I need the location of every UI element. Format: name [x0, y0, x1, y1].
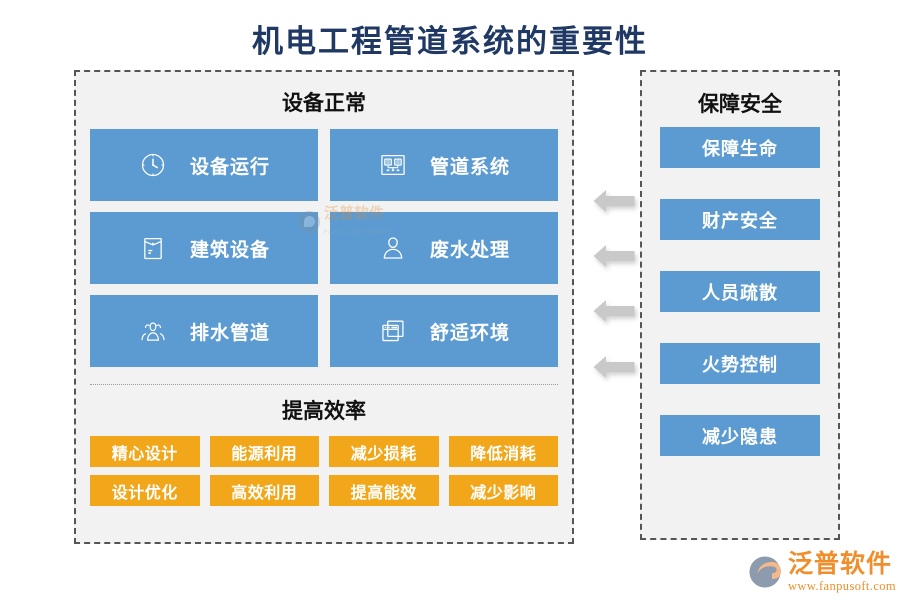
tag-design-optimization[interactable]: 设计优化	[90, 475, 200, 506]
efficiency-tag-grid: 精心设计 能源利用 减少损耗 降低消耗 设计优化 高效利用 提高能效 减少影响	[90, 436, 558, 506]
card-building-equipment[interactable]: 建筑设备	[90, 212, 318, 284]
person-icon	[378, 233, 408, 263]
safety-item-property-safety[interactable]: 财产安全	[660, 199, 820, 240]
fanpu-swoosh-logo-icon	[748, 555, 782, 589]
card-label: 排水管道	[189, 322, 270, 344]
logo-url: www.fanpusoft.com	[788, 579, 897, 593]
card-pipeline-system[interactable]: 管道系统	[330, 129, 558, 201]
tag-reduce-impact[interactable]: 减少影响	[448, 475, 558, 506]
card-equipment-operation[interactable]: 设备运行	[90, 129, 318, 201]
card-label: 设备运行	[189, 156, 270, 178]
tag-careful-design[interactable]: 精心设计	[90, 436, 200, 467]
arrow-left-icon	[592, 186, 636, 216]
safety-item-personnel-evacuation[interactable]: 人员疏散	[660, 271, 820, 312]
tag-improve-efficiency[interactable]: 提高能效	[329, 475, 439, 506]
logo-brand-name: 泛普软件	[788, 551, 893, 578]
network-diagram-icon	[378, 150, 408, 180]
safety-panel: 保障安全 保障生命 财产安全 人员疏散 火势控制 减少隐患	[640, 70, 840, 540]
card-wastewater-treatment[interactable]: 废水处理	[330, 212, 558, 284]
card-drainage-pipeline[interactable]: 排水管道	[90, 295, 318, 367]
page-title: 机电工程管道系统的重要性	[252, 24, 648, 59]
efficiency-section-title: 提高效率	[282, 399, 366, 423]
section-divider	[90, 384, 558, 385]
document-envelope-icon	[138, 233, 168, 263]
card-comfortable-environment[interactable]: 舒适环境	[330, 295, 558, 367]
arrow-left-icon	[592, 296, 636, 326]
equipment-card-grid: 设备运行 管道系统	[90, 129, 558, 367]
card-label: 舒适环境	[429, 322, 510, 344]
safety-item-list: 保障生命 财产安全 人员疏散 火势控制 减少隐患	[660, 127, 820, 456]
people-group-icon	[138, 316, 168, 346]
card-label: 废水处理	[429, 239, 510, 261]
stacked-windows-icon	[378, 316, 408, 346]
clock-icon	[138, 150, 168, 180]
card-label: 建筑设备	[189, 239, 270, 261]
arrow-left-icon	[592, 352, 636, 382]
tag-energy-utilization[interactable]: 能源利用	[209, 436, 319, 467]
safety-section-title: 保障安全	[698, 92, 782, 116]
safety-item-protect-life[interactable]: 保障生命	[660, 127, 820, 168]
safety-item-fire-control[interactable]: 火势控制	[660, 343, 820, 384]
brand-logo: 泛普软件 www.fanpusoft.com	[748, 552, 896, 593]
tag-reduce-loss[interactable]: 减少损耗	[329, 436, 439, 467]
arrow-left-icon	[592, 241, 636, 271]
safety-item-reduce-hazards[interactable]: 减少隐患	[660, 415, 820, 456]
card-label: 管道系统	[429, 156, 510, 178]
equipment-panel: 设备正常 设备运行	[74, 70, 574, 544]
tag-efficient-utilization[interactable]: 高效利用	[209, 475, 319, 506]
equipment-section-title: 设备正常	[282, 91, 366, 115]
tag-lower-consumption[interactable]: 降低消耗	[448, 436, 558, 467]
